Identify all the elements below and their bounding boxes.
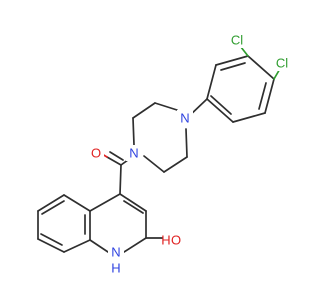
- bond: [206, 98, 234, 123]
- label-mask: [273, 55, 291, 71]
- bond: [123, 237, 147, 253]
- bond: [63, 239, 91, 253]
- bond: [37, 238, 65, 253]
- bond: [220, 62, 246, 71]
- oxygen-label: O: [91, 146, 101, 161]
- label-mask: [163, 232, 189, 248]
- oxygen-label: O: [171, 233, 181, 248]
- bond: [89, 193, 121, 212]
- dichlorophenyl-ring: [206, 41, 282, 123]
- bond: [132, 117, 135, 146]
- bond: [258, 82, 267, 110]
- nitrogen-label: N: [180, 111, 189, 126]
- bond: [163, 156, 188, 173]
- bond: [206, 64, 217, 100]
- bond: [89, 239, 109, 253]
- bond: [119, 193, 147, 212]
- chlorine-label: Cl: [231, 33, 243, 48]
- bond: [210, 95, 232, 115]
- bond: [185, 128, 188, 158]
- nitrogen-label: N: [129, 146, 138, 161]
- nitrogen-label: N: [111, 245, 120, 260]
- hydrogen-label: H: [111, 261, 120, 276]
- bond: [109, 151, 124, 161]
- piperazine-ring: [132, 98, 208, 173]
- bond: [247, 55, 275, 80]
- bond: [119, 164, 122, 195]
- label-mask: [88, 145, 104, 161]
- label-mask: [228, 32, 246, 48]
- bond: [40, 233, 63, 246]
- label-mask: [177, 110, 193, 126]
- bond: [63, 194, 91, 212]
- bond: [106, 156, 122, 166]
- bond: [123, 200, 144, 214]
- bond: [143, 155, 165, 173]
- bond: [132, 102, 156, 119]
- bond: [37, 194, 65, 212]
- label-mask: [126, 145, 142, 161]
- bond: [264, 78, 275, 114]
- label-mask: [108, 244, 124, 260]
- bond: [41, 200, 65, 215]
- bond: [232, 112, 266, 123]
- bond: [154, 102, 178, 111]
- bond: [215, 55, 249, 66]
- quinolinone-ring: [37, 193, 164, 253]
- chlorine-label: Cl: [276, 56, 288, 71]
- molecule-structure-diagram: Cl Cl N N O N H O H: [37, 32, 291, 276]
- hydrogen-label: H: [161, 233, 170, 248]
